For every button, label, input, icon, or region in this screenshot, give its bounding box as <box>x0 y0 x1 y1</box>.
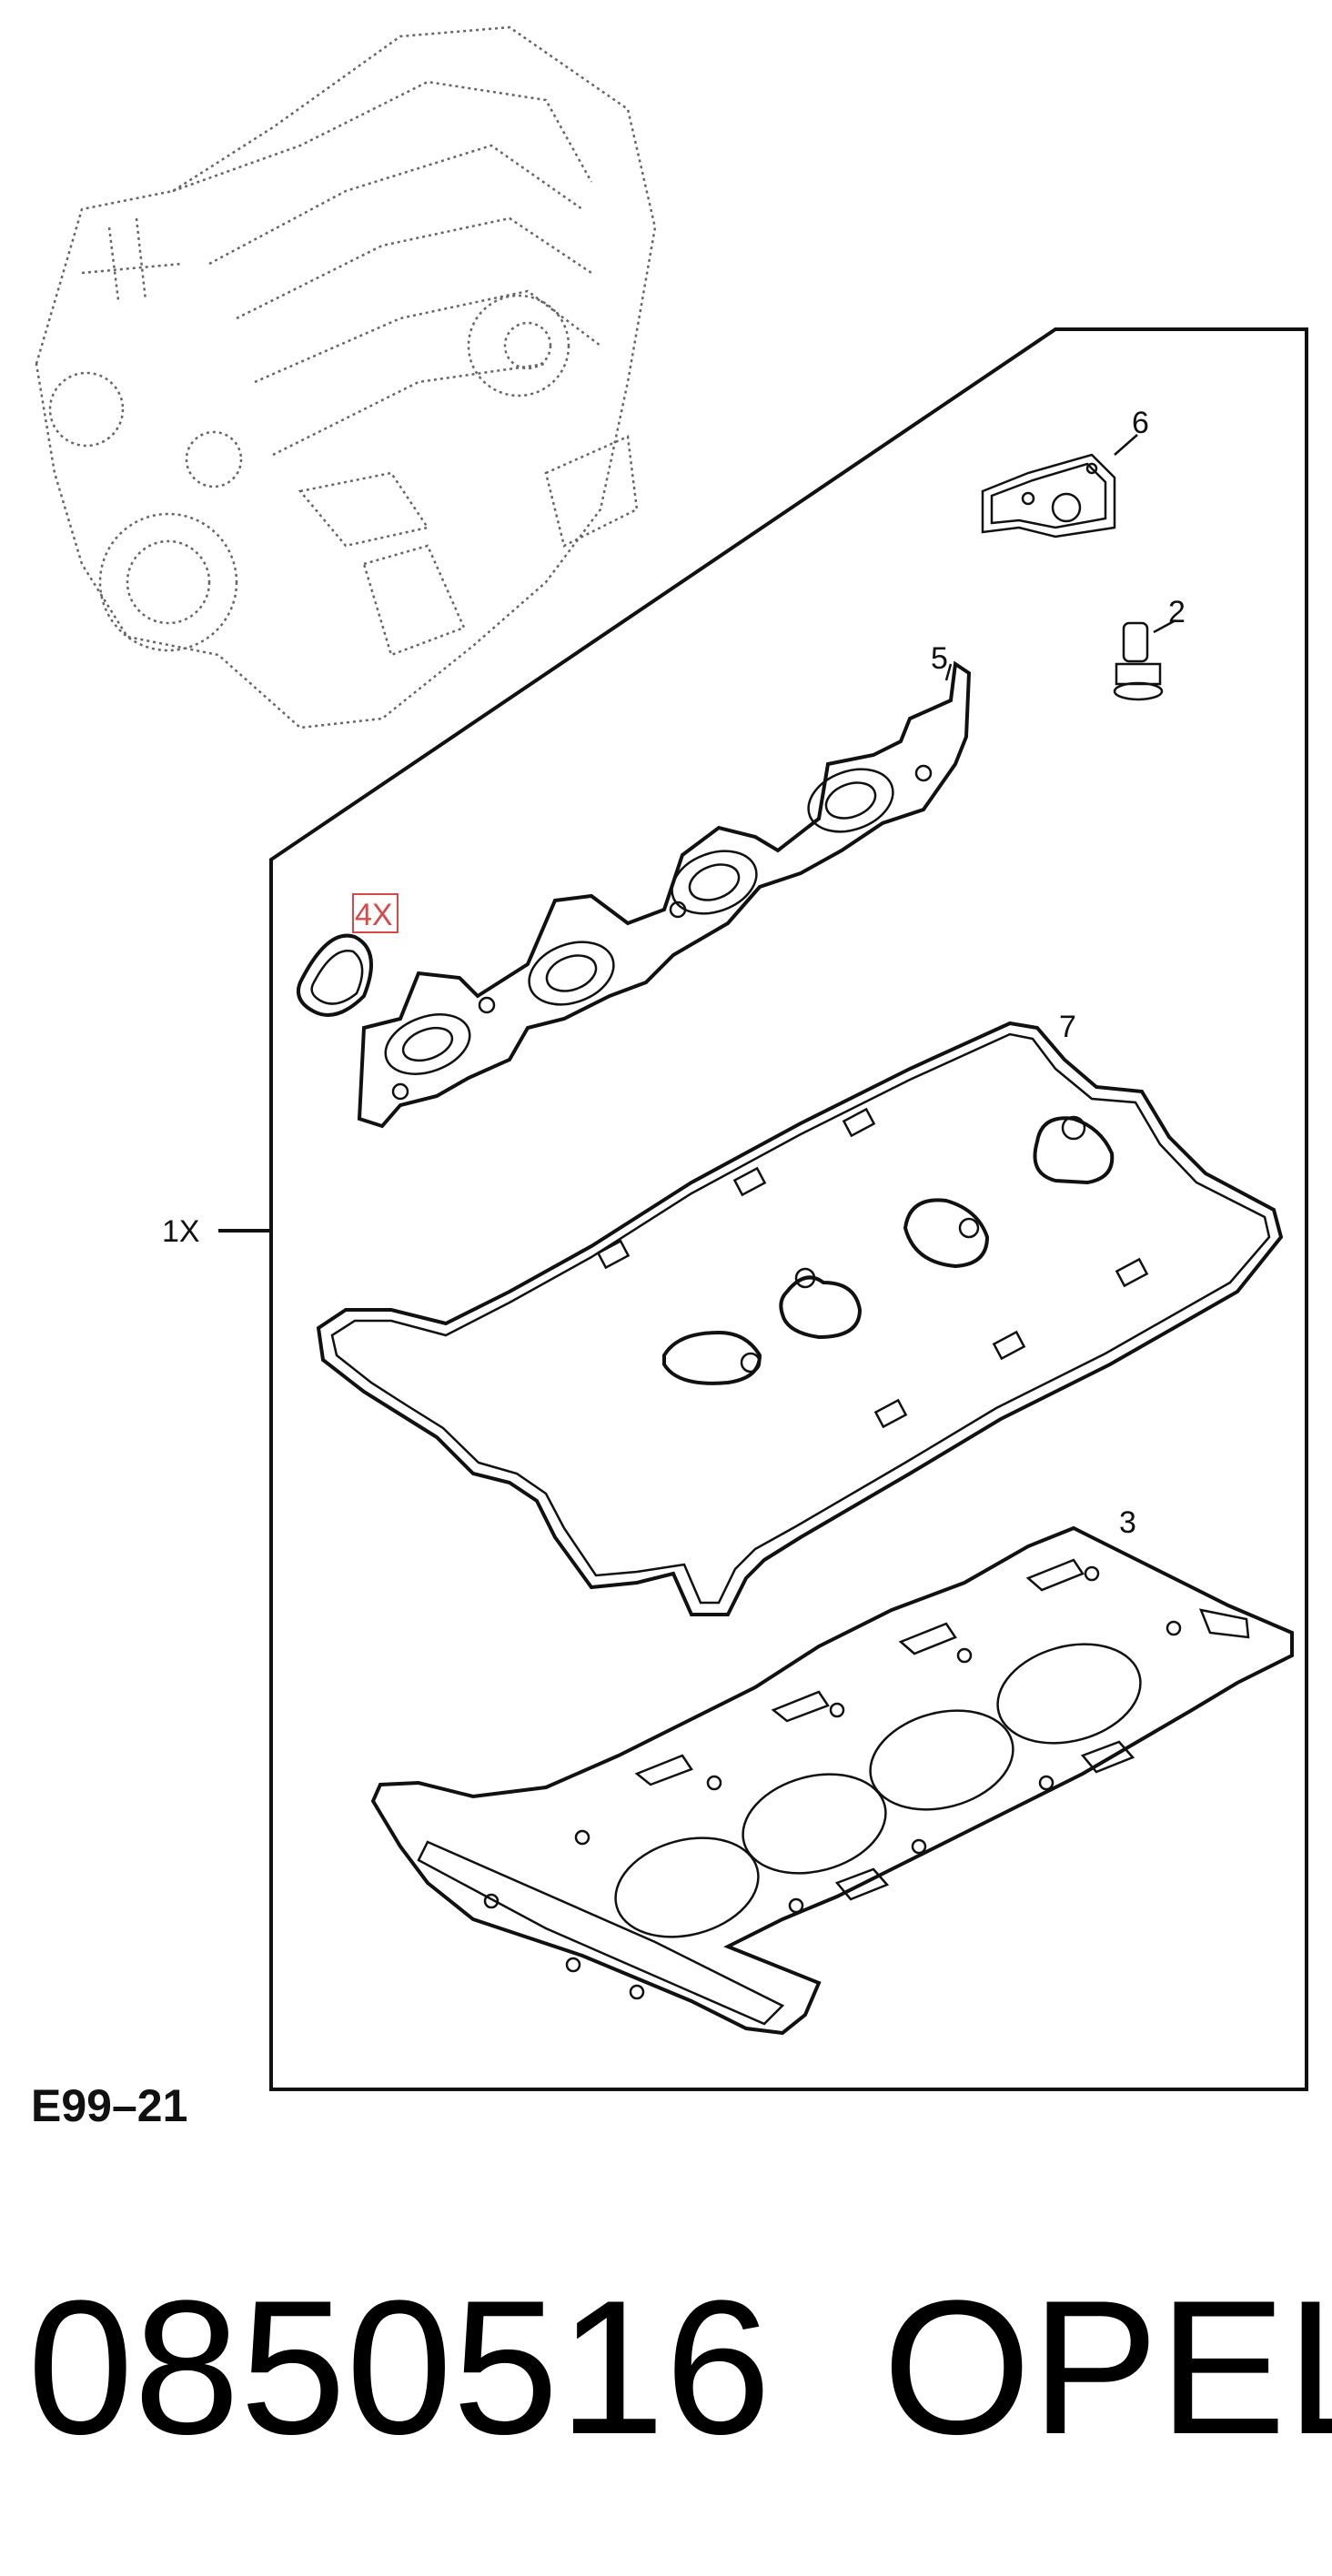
item-3-head-gasket <box>370 1525 1294 2036</box>
engine-illustration <box>35 25 657 730</box>
figure-code: E99–21 <box>31 2080 187 2131</box>
item-7-valve-cover-gasket <box>316 1021 1284 1616</box>
item-4-ring-gasket <box>296 933 373 1017</box>
part-number: 0850516 <box>27 2260 772 2474</box>
callout-6: 6 <box>1132 406 1149 440</box>
callout-3: 3 <box>1119 1505 1136 1540</box>
callout-1: 1X <box>162 1214 200 1249</box>
callout-5: 5 <box>931 641 948 676</box>
item-5-manifold-gasket <box>357 660 972 1129</box>
callout-7: 7 <box>1059 1010 1076 1044</box>
item-6-gasket-plate <box>981 434 1138 538</box>
gasket-set-frame <box>269 327 1308 2091</box>
brand-name: OPEL <box>883 2260 1332 2474</box>
item-2-plug <box>1113 619 1176 701</box>
callout-quantity: 4X <box>355 898 393 932</box>
quantity-highlight-box <box>352 893 399 933</box>
callout-2: 2 <box>1168 595 1186 629</box>
